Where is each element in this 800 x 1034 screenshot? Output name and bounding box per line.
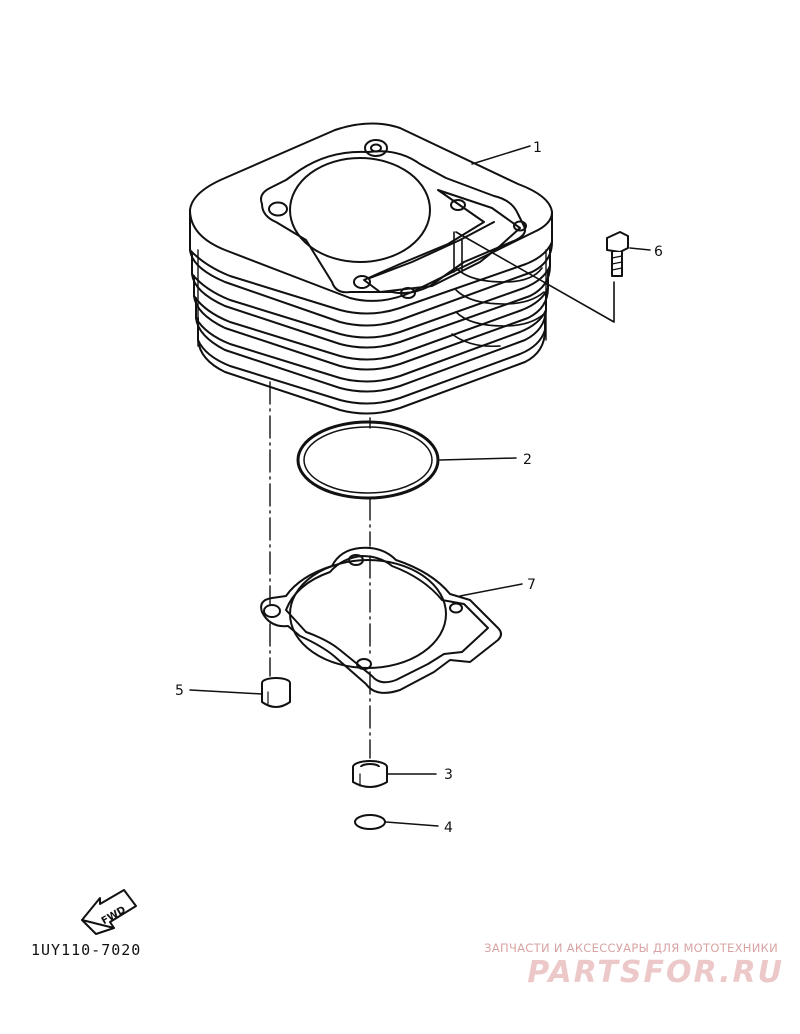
assembly-center-lines [269,381,371,759]
fwd-arrow-icon [81,889,137,935]
cylinder-block [189,122,553,415]
callout-3: 3 [444,767,453,783]
watermark-brand: PARTSFOR.RU [527,955,784,990]
watermark-tagline: ЗАПЧАСТИ И АКСЕССУАРЫ ДЛЯ МОТОТЕХНИКИ [484,941,778,955]
callout-6: 6 [654,244,663,260]
diagram-part-code: 1UY110-7020 [31,941,142,959]
cylinder-base-gasket [260,546,502,694]
dowel-o-ring [354,814,386,830]
callout-4: 4 [444,820,453,836]
cylinder-o-ring [296,420,440,500]
dowel-pin-left [261,677,291,708]
callout-5: 5 [175,683,184,699]
callout-1: 1 [533,140,542,156]
bolt-leader-line [455,231,615,323]
cylinder-bolt [606,231,629,277]
callout-leaders [189,145,651,827]
callout-2: 2 [523,452,532,468]
dowel-pin-right [352,760,388,788]
callout-7: 7 [527,577,536,593]
